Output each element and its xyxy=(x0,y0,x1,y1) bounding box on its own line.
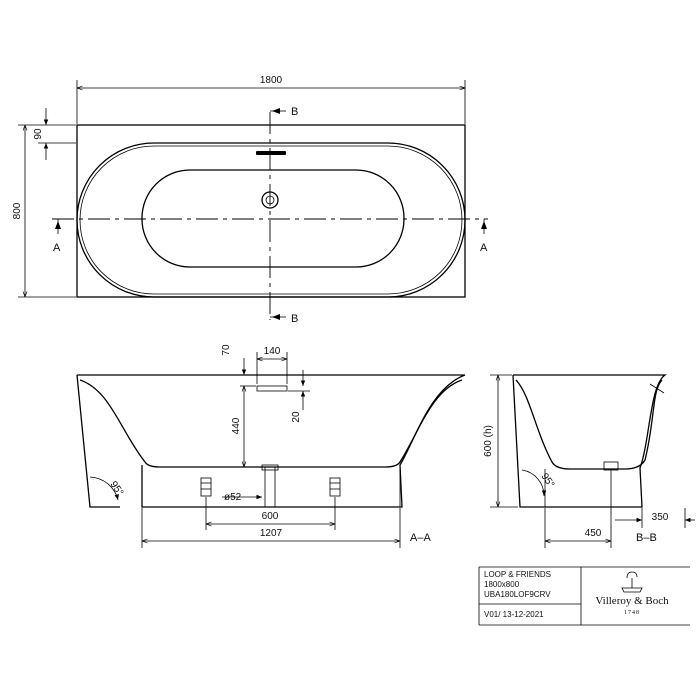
overflow-section-a xyxy=(256,385,288,392)
section-b-label: B–B xyxy=(636,532,657,544)
dim-overflow-height: 20 xyxy=(291,411,302,423)
brand-name: Villeroy & Boch xyxy=(595,595,669,607)
fountain-icon xyxy=(621,571,643,593)
dim-length: 1800 xyxy=(260,75,283,86)
overflow-slot xyxy=(256,151,286,155)
dim-offset-b: 350 xyxy=(652,512,669,523)
dim-base-b: 450 xyxy=(585,528,602,539)
section-a-basin xyxy=(79,379,463,468)
dim-height-b: 600 (h) xyxy=(483,425,494,457)
section-a-right: A xyxy=(480,242,488,254)
product-code: UBA180LOF9CRV xyxy=(484,590,551,599)
dim-angle-b: 95° xyxy=(539,471,557,490)
dim-feet-spacing: 600 xyxy=(262,511,279,522)
section-a-left: A xyxy=(53,242,61,254)
dim-base-a: 1207 xyxy=(260,528,283,539)
section-a-view: 140 70 440 20 95° ø52 600 1207 A–A xyxy=(76,344,466,548)
title-block: LOOP & FRIENDS 1800x800 UBA180LOF9CRV V0… xyxy=(478,566,690,626)
drain-pipe xyxy=(264,466,276,508)
section-b-outer xyxy=(513,374,668,508)
brand-year: 1748 xyxy=(624,610,640,616)
dim-rim: 90 xyxy=(33,128,44,140)
tub-outer-rim xyxy=(76,124,466,298)
plan-view: 1800 800 90 B B A A xyxy=(12,75,488,325)
dim-depth: 440 xyxy=(231,417,242,434)
dim-drain: ø52 xyxy=(224,492,242,503)
section-b-top: B xyxy=(291,106,298,118)
dim-overflow-offset: 70 xyxy=(221,344,232,356)
section-b-basin xyxy=(515,379,663,470)
drawing-version: V01/ 13-12-2021 xyxy=(484,610,544,619)
section-b-view: 600 (h) 95° 450 350 B–B xyxy=(483,374,695,548)
dim-angle-a: 95° xyxy=(108,479,126,498)
dim-width: 800 xyxy=(12,202,23,219)
tub-inner-bottom xyxy=(141,169,405,268)
tub-basin-outline xyxy=(76,142,466,298)
section-a-outer xyxy=(77,374,466,508)
adjustable-foot-right xyxy=(329,477,341,497)
section-a-label: A–A xyxy=(410,532,431,544)
tub-basin-outline-shadow xyxy=(79,145,463,295)
section-b-bottom: B xyxy=(291,313,298,325)
product-name: LOOP & FRIENDS xyxy=(484,570,551,579)
product-size: 1800x800 xyxy=(484,580,520,589)
adjustable-foot-left xyxy=(200,477,212,497)
dim-overflow-width: 140 xyxy=(264,346,281,357)
